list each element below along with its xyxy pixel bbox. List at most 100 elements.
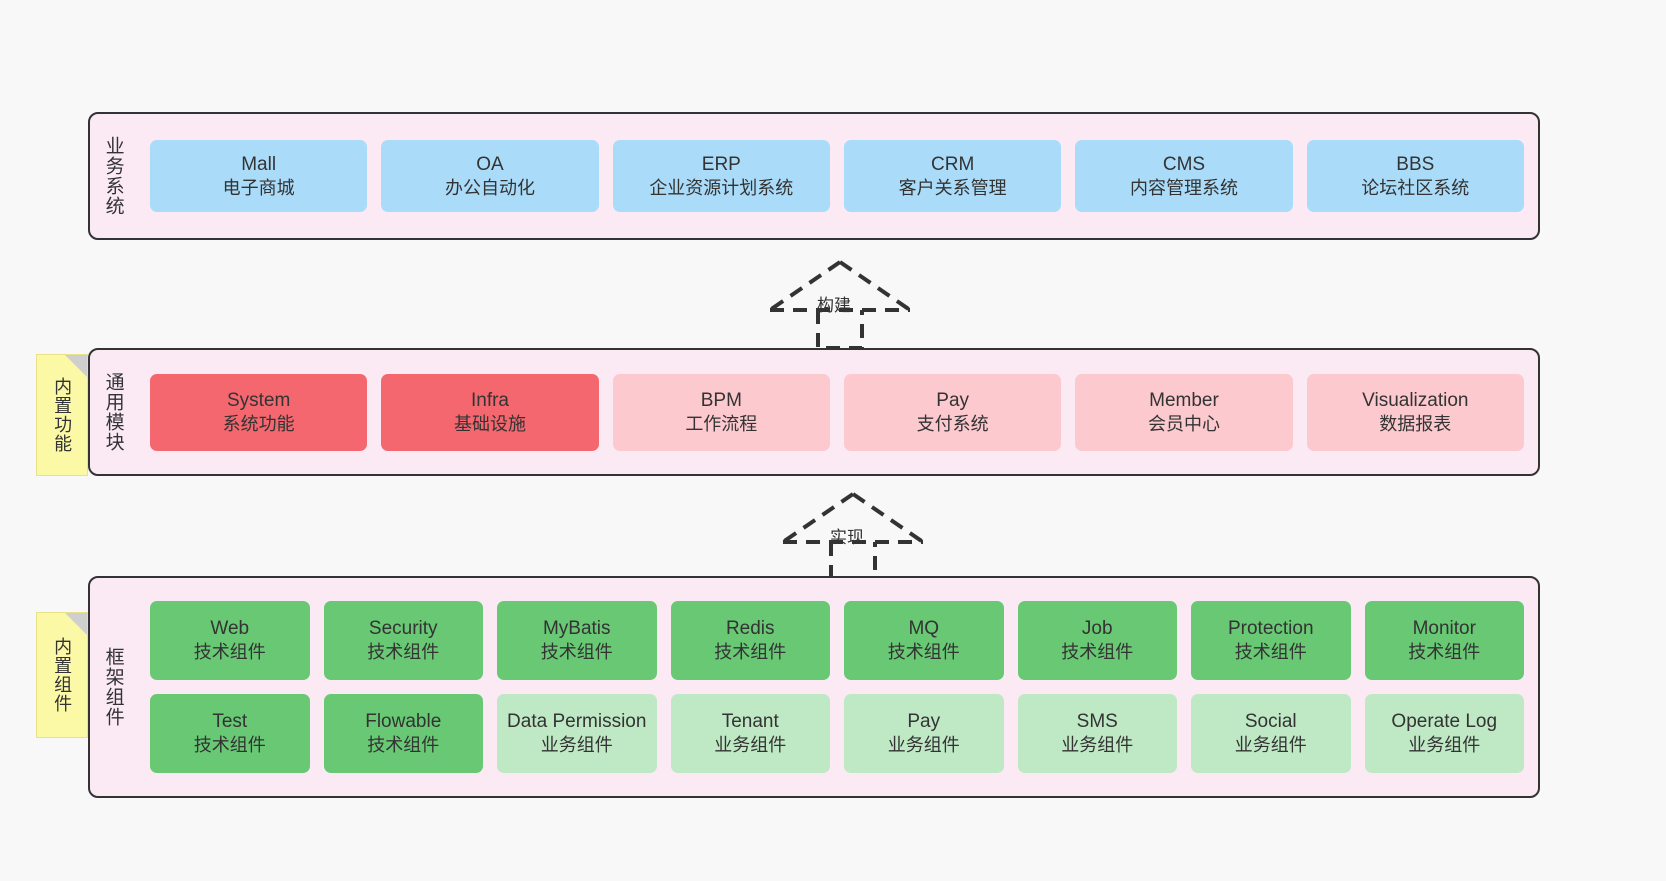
module-card-system-en: System: [226, 389, 291, 411]
component-card-social[interactable]: Social 业务组件: [1191, 694, 1351, 773]
component-card-tenant-cn: 业务组件: [714, 735, 787, 756]
business-card-crm-cn: 客户关系管理: [898, 177, 1007, 198]
business-card-cms-en: CMS: [1162, 153, 1206, 175]
component-card-pay-cn: 业务组件: [887, 735, 960, 756]
module-card-visualization[interactable]: Visualization 数据报表: [1306, 373, 1524, 451]
business-card-bbs-en: BBS: [1396, 153, 1435, 175]
component-card-web[interactable]: Web 技术组件: [150, 601, 310, 680]
arrow-implement-label: 实现: [830, 528, 864, 547]
business-card-mall-cn: 电子商城: [222, 177, 295, 198]
business-card-oa-cn: 办公自动化: [444, 177, 535, 198]
module-card-bpm-cn: 工作流程: [685, 413, 758, 434]
arrow-build-label: 构建: [817, 296, 851, 315]
module-card-bpm[interactable]: BPM 工作流程: [612, 373, 830, 451]
common-modules-row: System 系统功能 Infra 基础设施 BPM 工作流程 Pay 支付系统…: [150, 373, 1524, 451]
component-card-tenant-en: Tenant: [721, 711, 779, 733]
business-card-bbs[interactable]: BBS 论坛社区系统: [1306, 140, 1524, 212]
framework-tech-row: Web 技术组件 Security 技术组件 MyBatis 技术组件 Redi…: [150, 601, 1524, 680]
module-card-pay[interactable]: Pay 支付系统: [843, 373, 1062, 451]
component-card-test-en: Test: [212, 711, 248, 733]
component-card-flowable-en: Flowable: [365, 711, 442, 733]
component-card-data-permission-en: Data Permission: [507, 711, 647, 733]
module-card-bpm-en: BPM: [700, 389, 742, 411]
business-card-cms-cn: 内容管理系统: [1129, 177, 1238, 198]
component-card-sms-cn: 业务组件: [1061, 735, 1134, 756]
layer-common-modules: 通用模块 System 系统功能 Infra 基础设施 BPM 工作流程 Pay…: [88, 348, 1540, 476]
module-card-pay-en: Pay: [936, 389, 970, 411]
component-card-protection[interactable]: Protection 技术组件: [1191, 601, 1351, 680]
component-card-data-permission[interactable]: Data Permission 业务组件: [497, 694, 657, 773]
layer-common-modules-body: System 系统功能 Infra 基础设施 BPM 工作流程 Pay 支付系统…: [136, 350, 1538, 474]
component-card-web-cn: 技术组件: [193, 642, 266, 663]
component-card-web-en: Web: [210, 618, 250, 640]
business-card-mall[interactable]: Mall 电子商城: [150, 140, 368, 212]
component-card-pay-en: Pay: [907, 711, 941, 733]
component-card-flowable[interactable]: Flowable 技术组件: [323, 694, 483, 773]
component-card-operate-log-en: Operate Log: [1391, 711, 1498, 733]
folded-corner-icon: [65, 355, 87, 377]
component-card-pay[interactable]: Pay 业务组件: [844, 694, 1004, 773]
component-card-security-cn: 技术组件: [367, 642, 440, 663]
component-card-job-cn: 技术组件: [1061, 642, 1134, 663]
component-card-mybatis-cn: 技术组件: [540, 642, 613, 663]
component-card-operate-log-cn: 业务组件: [1408, 735, 1481, 756]
business-card-bbs-cn: 论坛社区系统: [1361, 177, 1470, 198]
component-card-social-cn: 业务组件: [1234, 735, 1307, 756]
module-card-member-cn: 会员中心: [1147, 413, 1220, 434]
component-card-security-en: Security: [368, 618, 438, 640]
folded-corner-icon: [65, 613, 87, 635]
business-card-oa-en: OA: [476, 153, 504, 175]
business-card-crm-en: CRM: [931, 153, 975, 175]
component-card-protection-en: Protection: [1227, 618, 1314, 640]
component-card-redis-cn: 技术组件: [714, 642, 787, 663]
component-card-redis[interactable]: Redis 技术组件: [670, 601, 830, 680]
module-card-system[interactable]: System 系统功能: [150, 373, 368, 451]
module-card-pay-cn: 支付系统: [916, 413, 989, 434]
arrow-build: 构建: [755, 258, 925, 350]
component-card-mybatis[interactable]: MyBatis 技术组件: [497, 601, 657, 680]
business-card-crm[interactable]: CRM 客户关系管理: [843, 140, 1062, 212]
module-card-infra[interactable]: Infra 基础设施: [381, 373, 599, 451]
business-card-erp-en: ERP: [701, 153, 741, 175]
component-card-mq[interactable]: MQ 技术组件: [844, 601, 1004, 680]
sticky-note-builtin-components: 内置组件: [36, 612, 88, 738]
business-card-erp-cn: 企业资源计划系统: [649, 177, 794, 198]
layer-framework-components-title: 框架组件: [102, 647, 124, 727]
business-systems-row: Mall 电子商城 OA 办公自动化 ERP 企业资源计划系统 CRM 客户关系…: [150, 140, 1524, 212]
layer-framework-components: 框架组件 Web 技术组件 Security 技术组件 MyBatis 技术组件…: [88, 576, 1540, 798]
layer-business-systems: 业务系统 Mall 电子商城 OA 办公自动化 ERP 企业资源计划系统 CRM…: [88, 112, 1540, 240]
component-card-sms[interactable]: SMS 业务组件: [1017, 694, 1177, 773]
sticky-note-builtin-features: 内置功能: [36, 354, 88, 476]
business-card-mall-en: Mall: [241, 153, 277, 175]
business-card-erp[interactable]: ERP 企业资源计划系统: [612, 140, 830, 212]
layer-framework-components-body: Web 技术组件 Security 技术组件 MyBatis 技术组件 Redi…: [136, 578, 1538, 796]
sticky-note-builtin-features-label: 内置功能: [52, 377, 73, 453]
component-card-monitor-en: Monitor: [1412, 618, 1476, 640]
component-card-redis-en: Redis: [725, 618, 775, 640]
component-card-tenant[interactable]: Tenant 业务组件: [670, 694, 830, 773]
component-card-mq-en: MQ: [908, 618, 940, 640]
business-card-cms[interactable]: CMS 内容管理系统: [1075, 140, 1293, 212]
layer-business-systems-body: Mall 电子商城 OA 办公自动化 ERP 企业资源计划系统 CRM 客户关系…: [136, 114, 1538, 238]
component-card-test[interactable]: Test 技术组件: [150, 694, 310, 773]
component-card-security[interactable]: Security 技术组件: [323, 601, 483, 680]
component-card-data-permission-cn: 业务组件: [540, 735, 613, 756]
module-card-member-en: Member: [1149, 389, 1219, 411]
component-card-job[interactable]: Job 技术组件: [1017, 601, 1177, 680]
sticky-note-builtin-components-label: 内置组件: [52, 637, 73, 713]
module-card-system-cn: 系统功能: [222, 413, 295, 434]
component-card-mybatis-en: MyBatis: [542, 618, 611, 640]
component-card-monitor[interactable]: Monitor 技术组件: [1364, 601, 1524, 680]
component-card-operate-log[interactable]: Operate Log 业务组件: [1364, 694, 1524, 773]
layer-business-systems-title: 业务系统: [102, 136, 124, 216]
component-card-flowable-cn: 技术组件: [367, 735, 440, 756]
component-card-job-en: Job: [1081, 618, 1113, 640]
component-card-social-en: Social: [1244, 711, 1297, 733]
module-card-infra-en: Infra: [470, 389, 509, 411]
component-card-test-cn: 技术组件: [193, 735, 266, 756]
business-card-oa[interactable]: OA 办公自动化: [381, 140, 599, 212]
component-card-monitor-cn: 技术组件: [1408, 642, 1481, 663]
framework-business-row: Test 技术组件 Flowable 技术组件 Data Permission …: [150, 694, 1524, 773]
layer-common-modules-title: 通用模块: [102, 372, 124, 452]
module-card-member[interactable]: Member 会员中心: [1075, 373, 1293, 451]
